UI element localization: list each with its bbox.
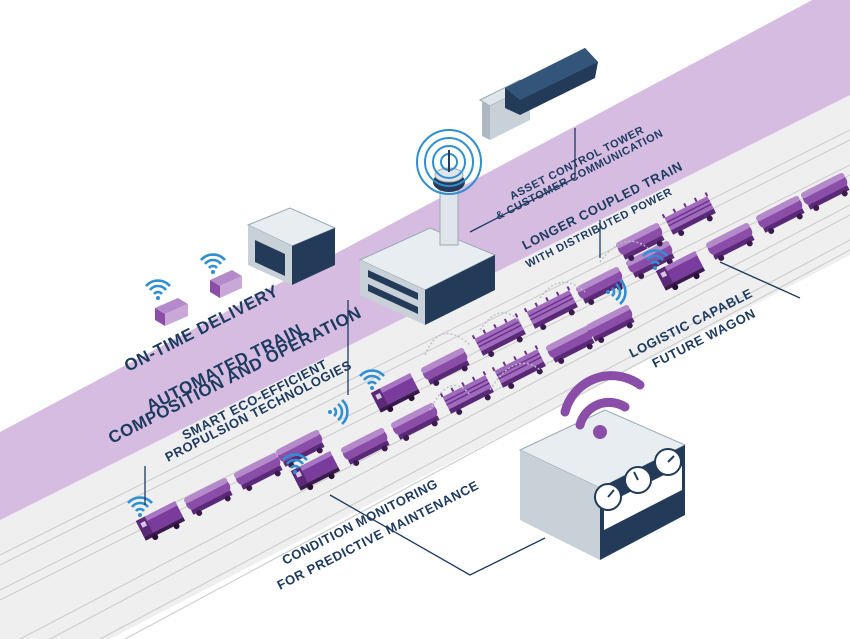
callout-lines — [144, 128, 801, 576]
signal-arcs — [424, 240, 651, 411]
wifi-signal-icon — [199, 253, 227, 276]
control-center-building — [518, 371, 687, 560]
warehouse-building — [246, 207, 337, 285]
control-tower-icon — [358, 129, 497, 325]
cargo-ship-icon — [478, 48, 598, 140]
wifi-signal-icon — [144, 279, 172, 302]
delivery-truck-icon — [155, 270, 242, 326]
